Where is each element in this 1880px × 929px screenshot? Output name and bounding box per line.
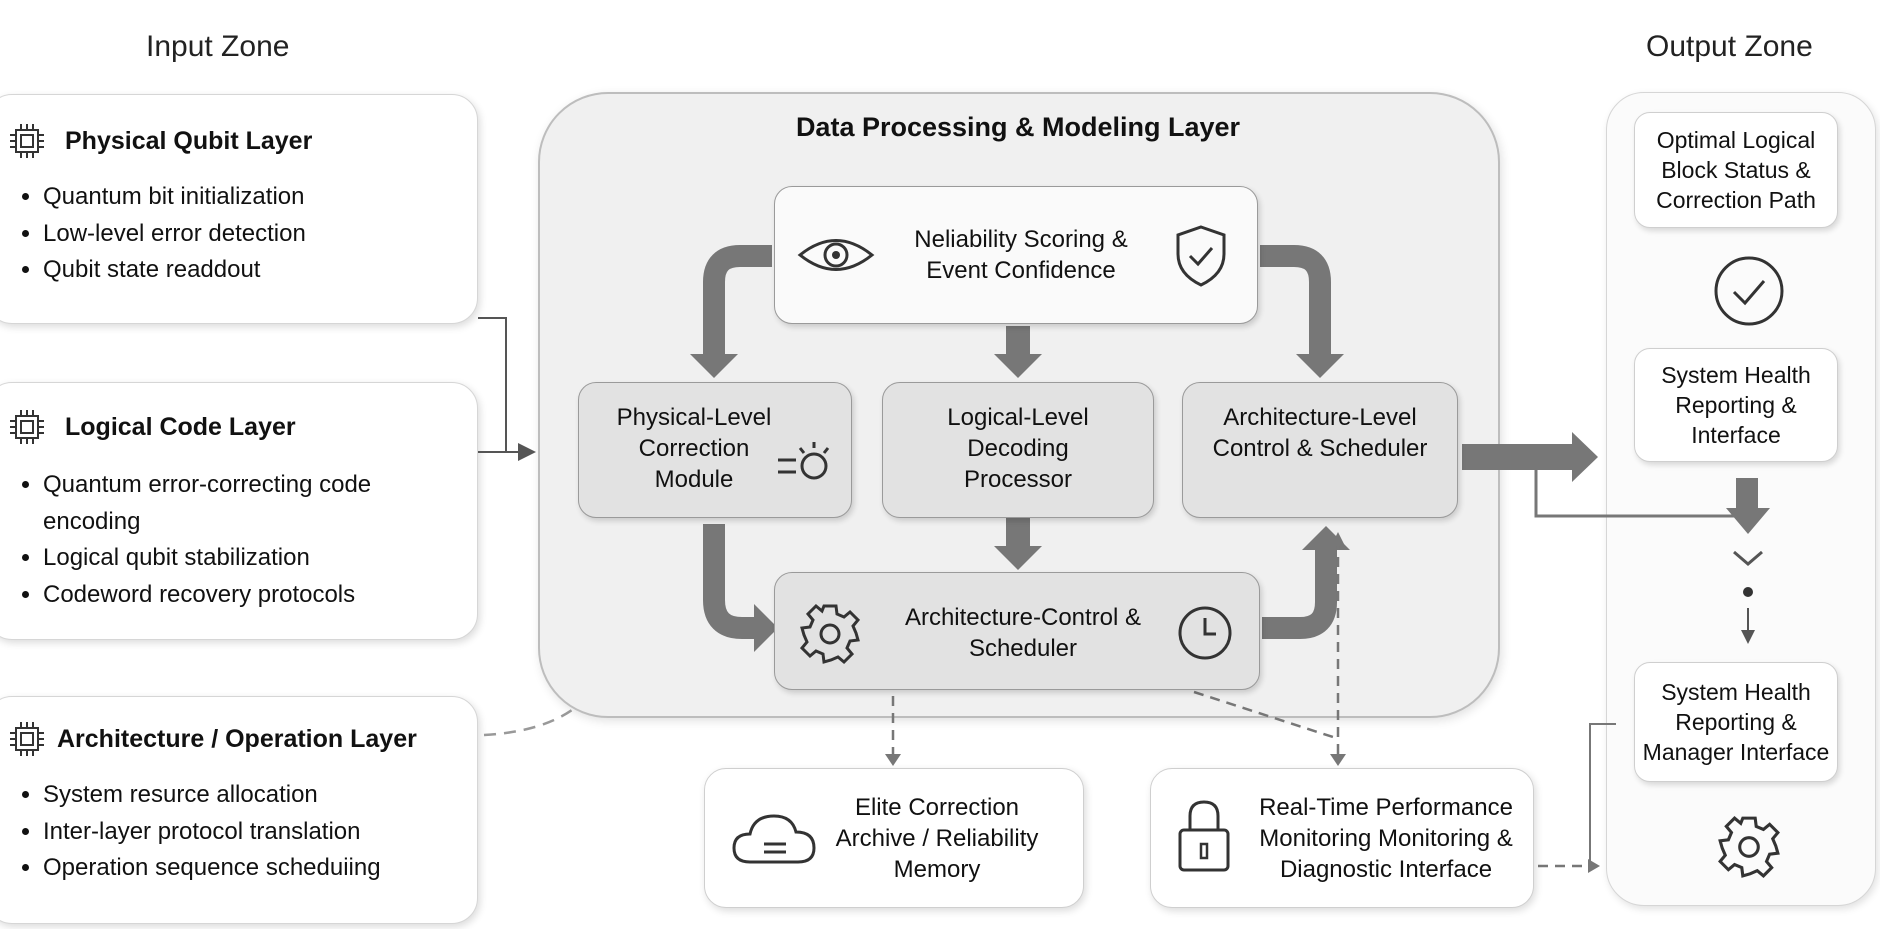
list-item: System resurce allocation [43,777,381,814]
reliability-scoring-label: Neliability Scoring & Event Confidence [914,226,1128,284]
list-item: Qubit state readdout [43,252,306,289]
processing-title: Data Processing & Modeling Layer [795,112,1241,142]
arrow-head [1330,754,1346,766]
arrow-head [1726,508,1770,534]
architecture-operation-layer-title: Architecture / Operation Layer [57,724,417,753]
output-down-stem [1736,478,1758,510]
arrow-head [690,354,738,378]
scoring-to-logical-stem [1006,326,1030,356]
sensor-icon [778,442,830,480]
architecture-control-box [1182,382,1458,518]
chip-icon [10,722,44,756]
architecture-operation-layer-card: Architecture / Operation Layer System re… [0,696,478,924]
manager-interface-box: System Health Reporting & Manager Interf… [1634,662,1838,782]
output-arrow-stem [1462,444,1576,470]
manager-connector-line [1589,723,1616,866]
architecture-operation-layer-header: Architecture / Operation Layer [7,719,417,759]
arrow-head [885,754,901,766]
eye-icon [797,239,875,271]
monitoring-label: Real-Time Performance Monitoring Monitor… [1259,794,1513,883]
monitoring-box [1150,768,1534,908]
logical-code-layer-card: Logical Code Layer Quantum error-correct… [0,382,478,640]
gear-icon [799,603,861,665]
optimal-status-label: Optimal Logical Block Status & Correctio… [1656,127,1816,213]
logical-to-scheduler-stem [1006,518,1030,548]
scheduler-label: Architecture-Control & Scheduler [904,604,1142,662]
check-circle-icon [1714,256,1784,326]
gear-icon [1718,816,1780,878]
list-item: Inter-layer protocol translation [43,814,381,851]
input-arrow-head [518,443,536,461]
physical-qubit-layer-title: Physical Qubit Layer [65,126,313,155]
list-item: Low-level error detection [43,216,306,253]
architecture-operation-layer-list: System resurce allocation Inter-layer pr… [25,777,381,887]
scheduler-to-architecture-arrow [1262,548,1337,639]
list-item: Operation sequence scheduiing [43,850,381,887]
health-reporting-box: System Health Reporting & Interface [1634,348,1838,462]
logical-code-layer-title: Logical Code Layer [65,412,296,441]
output-flow-line [1534,470,1738,518]
arrow-head [994,546,1042,570]
arrow-head [1302,526,1350,550]
physical-correction-label: Physical-Level Correction Module [616,404,772,493]
flow-dot [1743,587,1753,597]
scoring-to-architecture-arrow [1260,245,1331,356]
chip-icon [10,410,44,444]
physical-qubit-layer-card: Physical Qubit Layer Quantum bit initial… [0,94,478,324]
logical-decoding-label: Logical-Level Decoding Processor [947,404,1089,493]
list-item: Logical qubit stabilization [43,540,423,577]
input-zone-title: Input Zone [146,30,290,63]
arrow-head [1296,354,1344,378]
arrow-head [1331,532,1345,546]
physical-to-scheduler-arrow [703,524,756,639]
optimal-status-box: Optimal Logical Block Status & Correctio… [1634,112,1838,228]
health-reporting-label: System Health Reporting & Interface [1661,362,1811,448]
logical-code-layer-header: Logical Code Layer [7,407,296,447]
archive-box [704,768,1084,908]
manager-interface-label: System Health Reporting & Manager Interf… [1642,679,1830,765]
list-item: Quantum bit initialization [43,179,306,216]
arrow-head [754,604,778,652]
output-zone-title: Output Zone [1646,30,1813,63]
arrow-head [1741,630,1755,644]
logical-decoding-processor [882,382,1154,518]
lock-icon [1178,800,1230,872]
physical-correction-module [578,382,852,518]
list-item: Codeword recovery protocols [43,577,423,614]
list-item: Quantum error-correcting code encoding [43,467,423,540]
physical-qubit-layer-list: Quantum bit initialization Low-level err… [25,179,306,289]
scoring-to-physical-arrow [703,245,772,356]
shield-check-icon [1176,225,1226,287]
architecture-control-label: Architecture-Level Control & Scheduler [1212,404,1428,462]
physical-qubit-layer-header: Physical Qubit Layer [7,121,312,161]
chevron-down-icon [1733,550,1763,566]
cloud-icon [732,814,816,864]
input-connector-line [478,317,528,453]
chip-icon [10,124,44,158]
clock-icon [1178,606,1232,660]
archive-label: Elite Correction Archive / Reliability M… [835,794,1039,883]
arrow-head [994,354,1042,378]
architecture-dashed-connector [483,708,573,737]
dashed-connector [1193,690,1337,740]
output-arrow-head [1572,432,1598,482]
logical-code-layer-list: Quantum error-correcting code encoding L… [25,467,423,613]
